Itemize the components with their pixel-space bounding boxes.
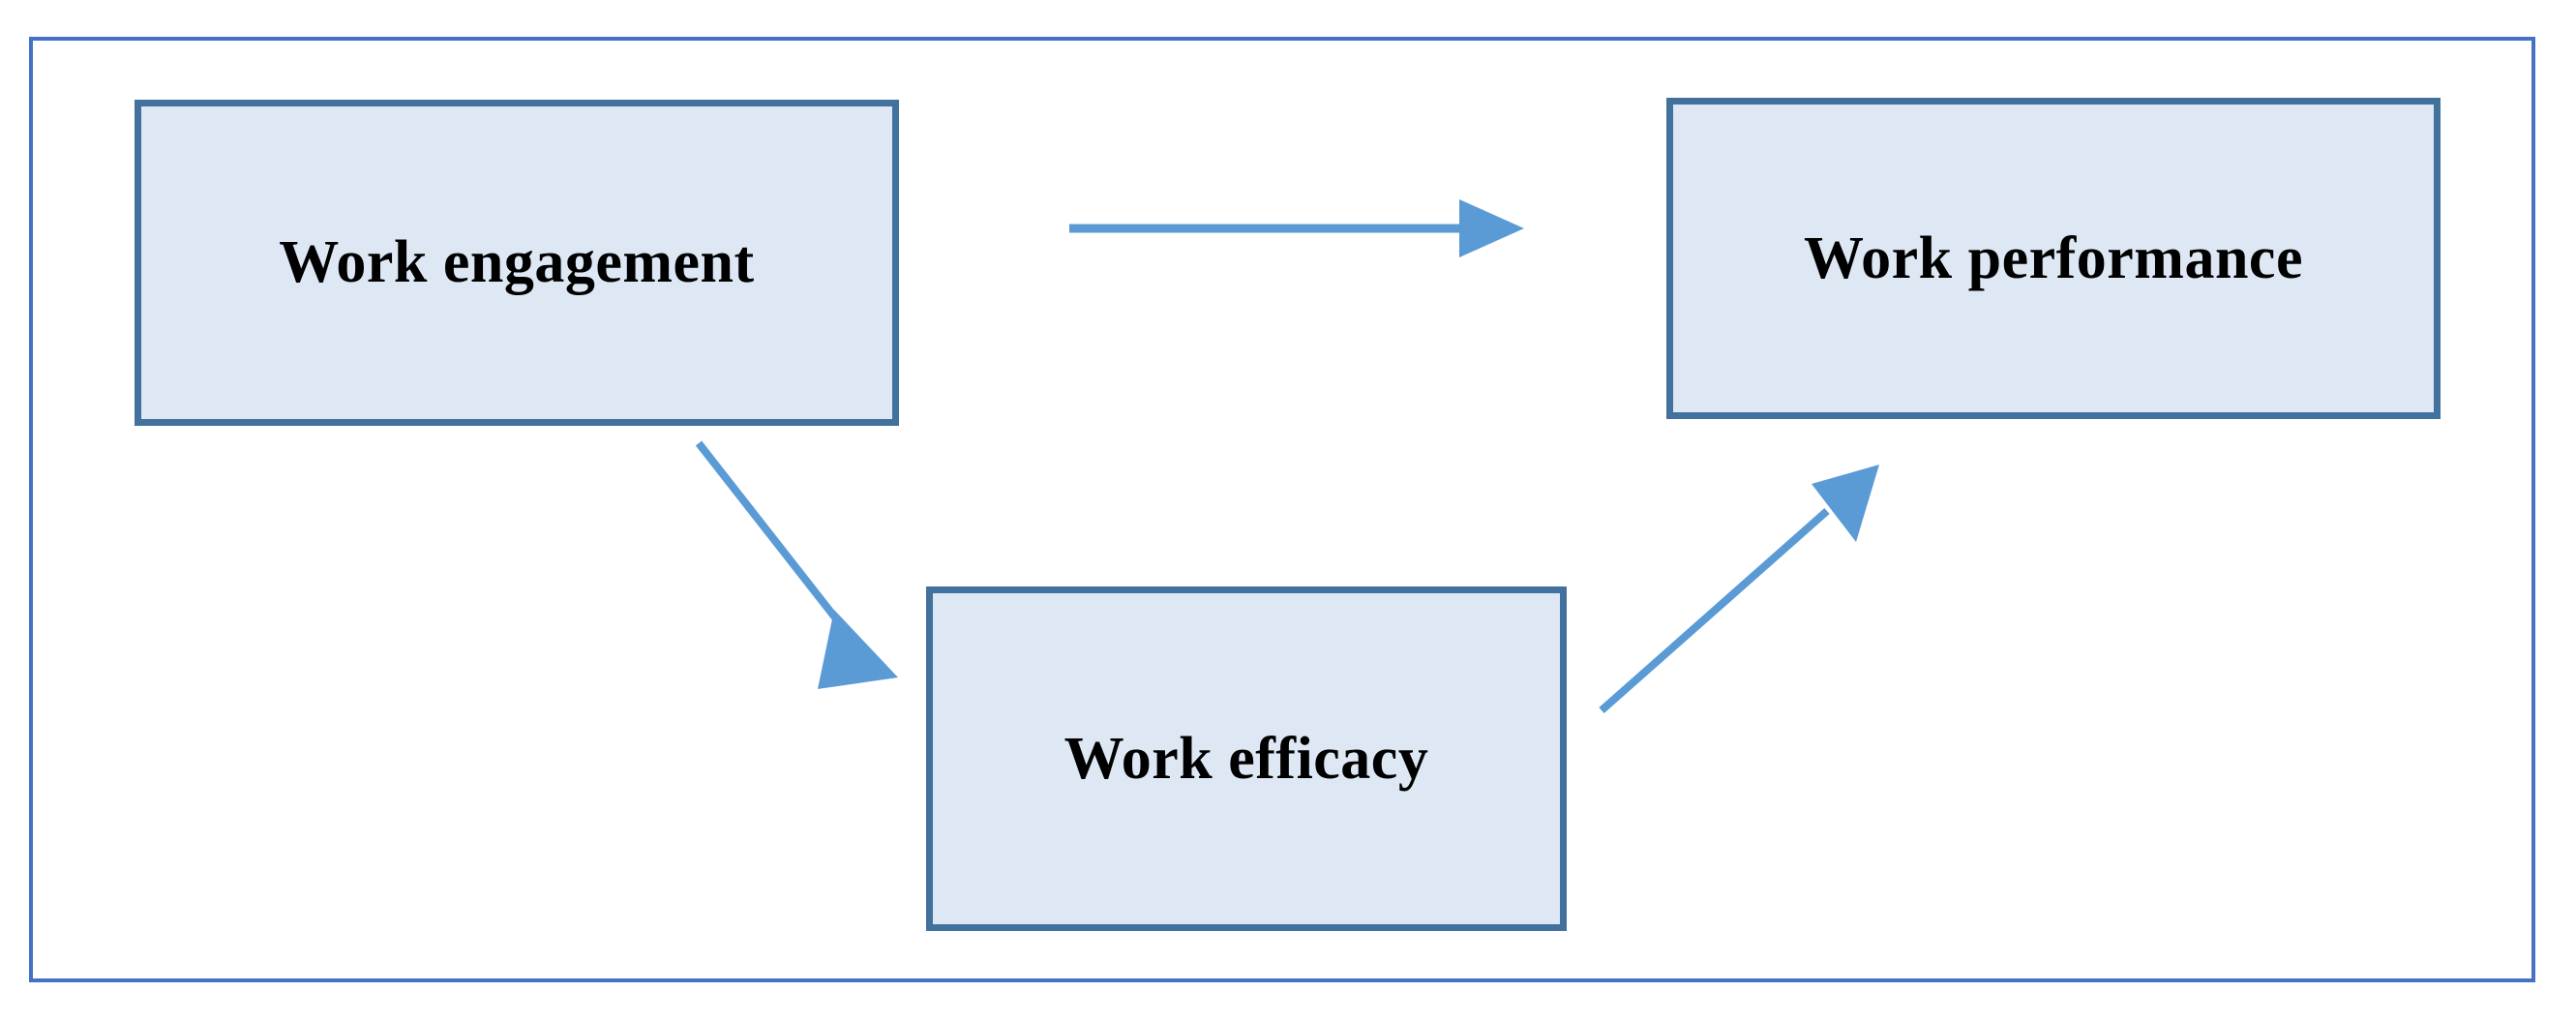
node-work-performance-label: Work performance (1804, 225, 2303, 291)
figure-outer-frame (29, 37, 2535, 982)
node-work-engagement[interactable]: Work engagement (135, 100, 899, 426)
node-work-efficacy-label: Work efficacy (1063, 725, 1429, 792)
node-work-engagement-label: Work engagement (279, 229, 755, 296)
node-work-performance[interactable]: Work performance (1666, 98, 2441, 419)
node-work-efficacy[interactable]: Work efficacy (926, 586, 1567, 931)
